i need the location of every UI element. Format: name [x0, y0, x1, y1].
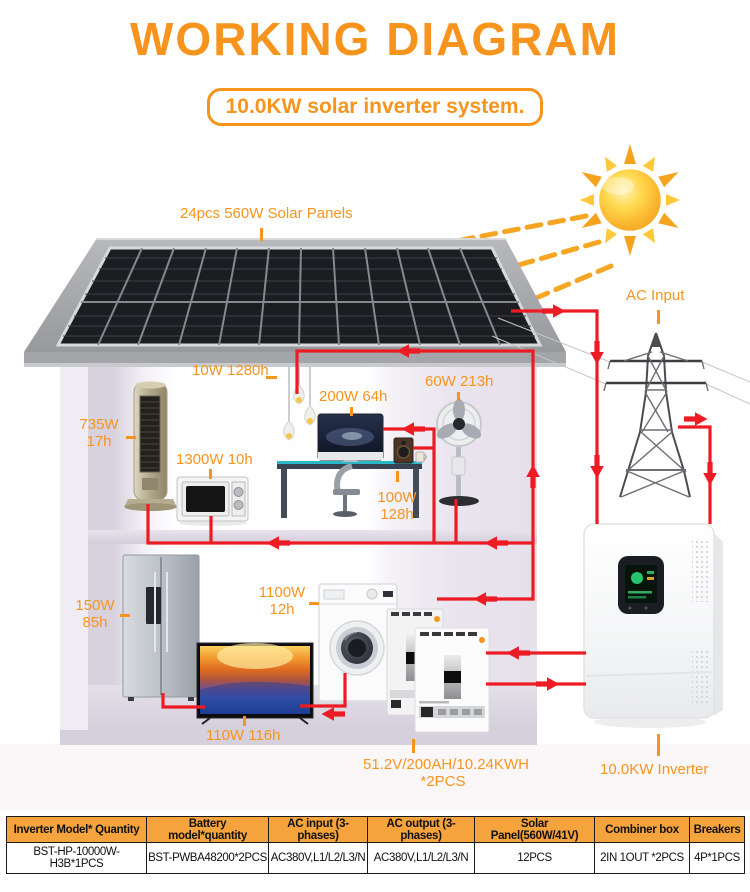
ac-input-tick	[657, 310, 660, 324]
fridge-label: 150W 85h	[75, 597, 115, 631]
battery-label: 51.2V/200AH/10.24KWH *2PCS	[363, 756, 529, 790]
col-header: Battery model*quantity	[146, 816, 269, 843]
spec-table-header-row: Inverter Model* Quantity Battery model*q…	[6, 816, 745, 843]
cell-inverter-model: BST-HP-10000W-H3B*1PCS	[6, 842, 147, 874]
cell-breakers: 4P*1PCS	[689, 842, 745, 874]
solar-panel-array-icon	[55, 246, 543, 347]
col-header: Breakers	[689, 816, 745, 843]
cell-battery-model: BST-PWBA48200*2PCS	[146, 842, 269, 874]
inverter-label: 10.0KW Inverter	[600, 761, 709, 778]
fan-label: 60W 213h	[425, 373, 494, 390]
spec-table: Inverter Model* Quantity Battery model*q…	[6, 816, 745, 874]
washing-machine-icon	[318, 583, 398, 702]
spec-table-row: BST-HP-10000W-H3B*1PCS BST-PWBA48200*2PC…	[6, 842, 745, 874]
solar-panels-label: 24pcs 560W Solar Panels	[180, 205, 353, 222]
air-conditioner-tick	[126, 436, 136, 439]
page-title: WORKING DIAGRAM	[130, 13, 620, 65]
washer-label: 1100W 12h	[258, 584, 306, 618]
washer-tick	[309, 602, 319, 605]
col-header: Solar Panel(560W/41V)	[474, 816, 595, 843]
office-chair-icon	[333, 463, 360, 517]
microwave-icon	[176, 476, 249, 526]
subtitle-badge: 10.0KW solar inverter system.	[206, 88, 544, 126]
sun-icon	[580, 144, 680, 256]
col-header: AC input (3-phases)	[268, 816, 368, 843]
tv-icon	[196, 642, 314, 725]
solar-panels-tick	[260, 228, 263, 241]
pendant-lights-icon	[283, 367, 316, 441]
cell-combiner-box: 2IN 1OUT *2PCS	[594, 842, 690, 874]
battery-pack-icon	[414, 627, 490, 733]
power-lines	[491, 317, 750, 405]
power-tower-icon	[491, 317, 750, 498]
computer-tick	[350, 407, 353, 416]
desktop-computer-icon	[317, 413, 384, 462]
cell-ac-input: AC380V,L1/L2/L3/N	[268, 842, 368, 874]
floor-fan-icon	[436, 399, 482, 506]
cell-solar-panel: 12PCS	[474, 842, 595, 874]
subtitle-wrap: 10.0KW solar inverter system.	[0, 88, 750, 126]
inverter-tick	[657, 734, 660, 756]
battery-tick	[412, 739, 415, 753]
mug-icon	[415, 451, 427, 463]
ground-shadow	[0, 744, 750, 810]
wiring-red	[146, 309, 712, 709]
cell-ac-output: AC380V,L1/L2/L3/N	[367, 842, 475, 874]
lights-label: 10W 1280h	[192, 362, 269, 379]
tv-label: 110W 116h	[206, 727, 281, 744]
fan-tick	[457, 392, 460, 401]
fridge-icon	[122, 554, 200, 701]
speaker-label: 100W 128h	[377, 489, 417, 523]
ac-input-label: AC Input	[626, 287, 685, 304]
inverter-icon	[583, 523, 723, 728]
col-header: Combiner box	[594, 816, 690, 843]
tv-tick	[243, 716, 246, 726]
lights-tick	[266, 376, 277, 379]
microwave-label: 1300W 10h	[176, 451, 253, 468]
col-header: AC output (3-phases)	[367, 816, 475, 843]
speaker-tick	[396, 471, 399, 482]
microwave-tick	[209, 469, 212, 479]
speaker-icon	[393, 437, 414, 464]
fridge-tick	[120, 614, 130, 617]
air-conditioner-label: 735W 17h	[79, 416, 119, 450]
col-header: Inverter Model* Quantity	[6, 816, 147, 843]
computer-label: 200W 64h	[319, 388, 388, 405]
tower-ac-icon	[124, 381, 177, 511]
